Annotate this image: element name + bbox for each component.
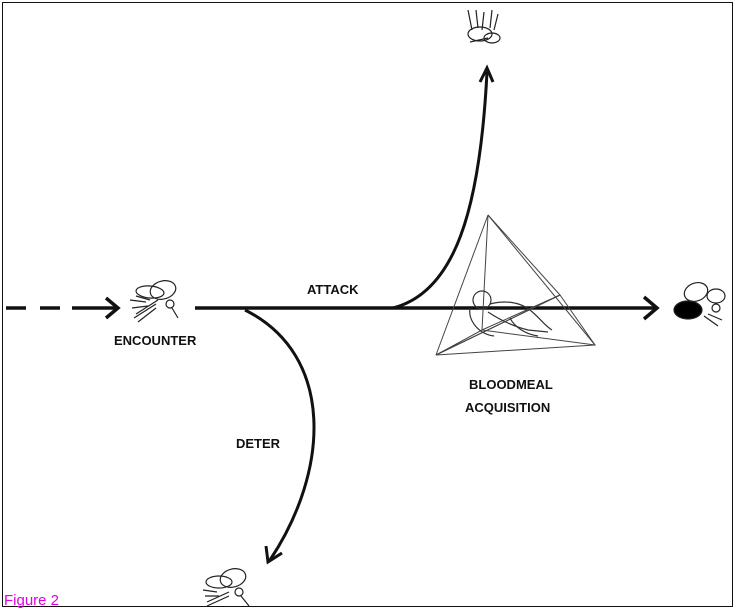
dead-mosquito-icon: [467, 9, 501, 44]
main-path-line: [195, 295, 660, 321]
figure-caption: Figure 2: [4, 592, 60, 609]
attack-label: ATTACK: [307, 282, 359, 297]
bloodmeal-label-line1: BLOODMEAL: [469, 377, 553, 392]
deter-branch-arrowhead: [264, 545, 283, 565]
deter-branch-line: [244, 308, 316, 565]
main-arrowhead: [642, 295, 660, 321]
encounter-label: ENCOUNTER: [114, 333, 197, 348]
mosquito-icon: [129, 280, 179, 323]
engorged-abdomen: [673, 300, 703, 320]
deter-label: DETER: [236, 436, 281, 451]
sleeping-person-icon: [469, 290, 553, 337]
attack-branch-line: [392, 64, 495, 310]
attack-branch-arrowhead: [478, 64, 495, 83]
deterred-mosquito-icon: [202, 568, 250, 607]
bednet-pyramid-icon: [435, 214, 597, 356]
incoming-arrowhead: [104, 296, 121, 320]
figure-frame: [2, 2, 733, 607]
bloodmeal-label-line2: ACQUISITION: [465, 400, 550, 415]
engorged-mosquito-icon: [673, 281, 726, 327]
incoming-dashed-line: [6, 296, 121, 320]
